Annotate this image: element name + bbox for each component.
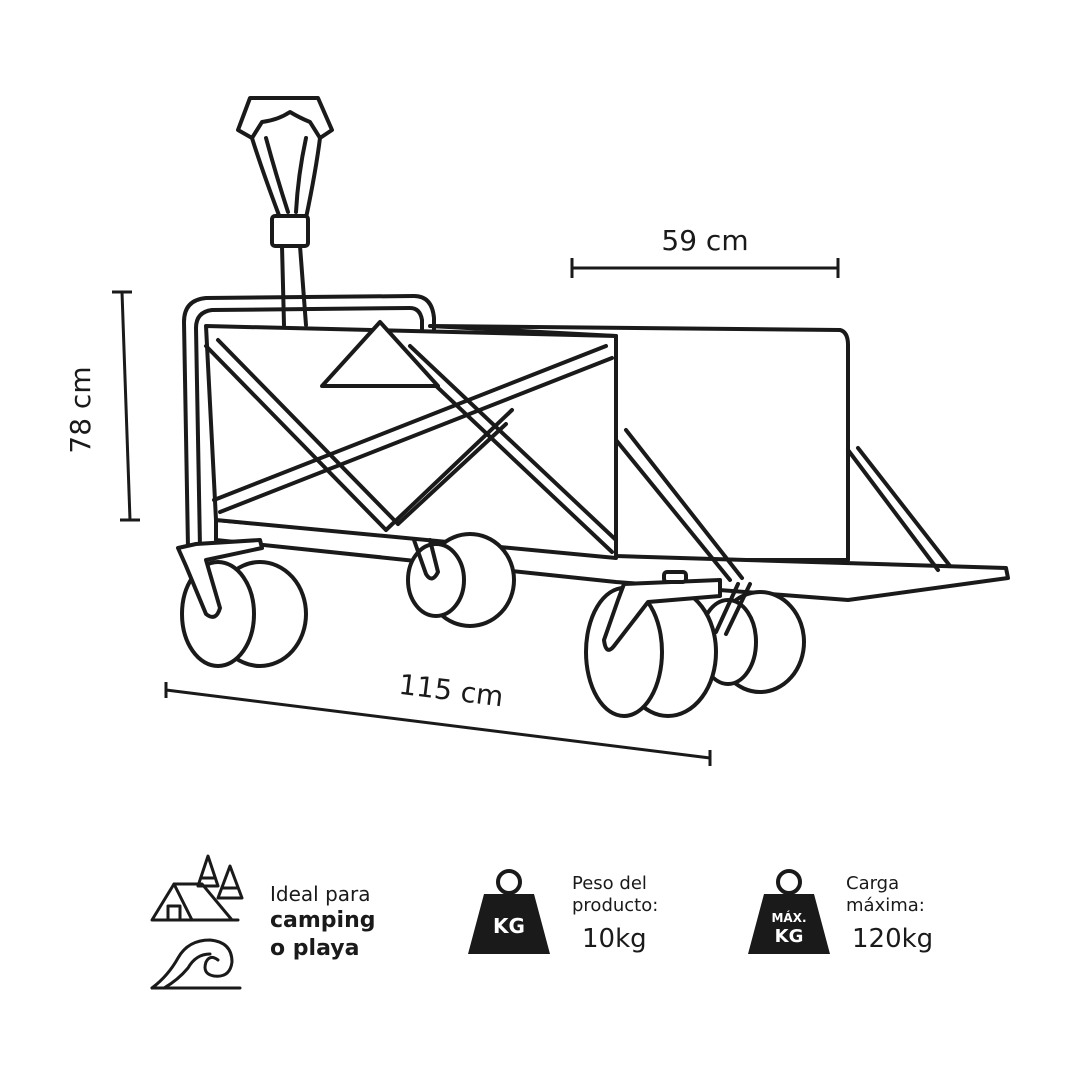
ocean-wave-icon (150, 938, 242, 990)
wagon-wheels (176, 532, 806, 718)
max-load-kg-icon: MÁX. KG (748, 869, 830, 954)
wagon-handle (236, 96, 334, 327)
length-label: 115 cm (397, 668, 505, 714)
feature-use-line3: o playa (270, 935, 360, 961)
max-load-value: 120kg (852, 923, 934, 954)
dimension-width: 59 cm (570, 224, 840, 278)
weight-value: 10kg (582, 923, 647, 954)
max-load-badge-bottom: KG (775, 926, 804, 947)
feature-use-line2: camping (270, 908, 376, 933)
max-load-badge-top: MÁX. (771, 910, 806, 925)
camping-tent-icon (150, 854, 244, 990)
feature-use-line1: Ideal para (270, 882, 371, 906)
height-label: 78 cm (64, 366, 97, 453)
max-load-label-line1: Carga (846, 872, 900, 894)
max-load-label-line2: máxima: (846, 895, 925, 916)
weight-kg-icon: KG (468, 869, 550, 954)
wagon-body (182, 294, 1010, 602)
weight-label-line1: Peso del (572, 872, 647, 894)
feature-weight: KG Peso del producto: 10kg (466, 868, 658, 958)
dimension-height: 78 cm (64, 290, 140, 522)
feature-use: Ideal para camping o playa (148, 848, 376, 996)
width-label: 59 cm (661, 224, 748, 257)
feature-max-load: MÁX. KG Carga máxima: 120kg (746, 868, 933, 958)
weight-label-line2: producto: (572, 895, 659, 916)
weight-badge-label: KG (493, 914, 525, 938)
